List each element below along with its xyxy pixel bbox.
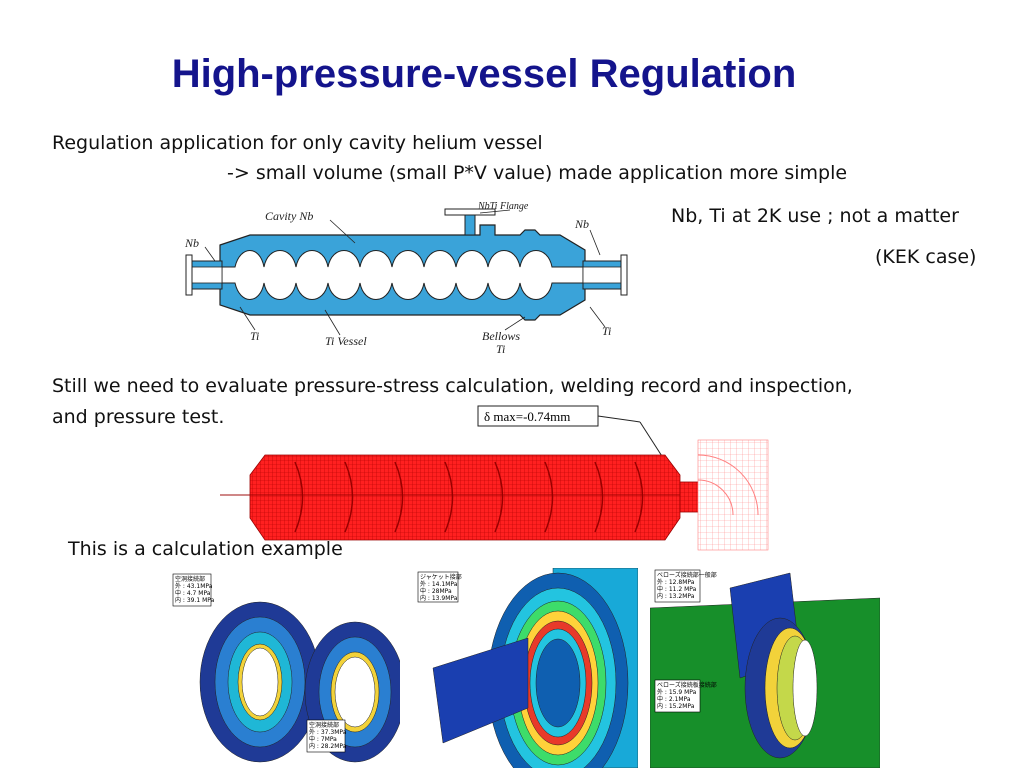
panel1-bot-l3: 中 : 7MPa (309, 735, 337, 743)
label-bellows: Bellows (482, 329, 520, 343)
label-ti-vessel: Ti Vessel (325, 334, 367, 348)
label-bellows-ti: Ti (496, 342, 505, 356)
stress-panel-cavity: 空洞接続部 外 : 43.1MPa 中 : 4.7 MPa 内 : 39.1 M… (165, 572, 400, 768)
panel1-top-l2: 外 : 43.1MPa (175, 582, 213, 590)
stress-panel-jacket: ジャケット接部 外 : 14.1MPa 中 : 28MPa 内 : 13.9MP… (403, 568, 638, 768)
panel2-l2: 外 : 14.1MPa (420, 580, 458, 588)
fem-mesh-model: δ max=-0.74mm (220, 405, 769, 551)
panel3-top-l2: 外 : 12.8MPa (657, 578, 695, 586)
label-ti-left: Ti (250, 329, 259, 343)
fem-delta-label: δ max=-0.74mm (484, 409, 570, 424)
panel3-bot-l3: 中 : 2.1MPa (657, 695, 691, 703)
label-nb-left: Nb (184, 236, 199, 250)
panel3-bot-l1: ベローズ接続板接続部 (657, 681, 717, 689)
panel1-bot-l4: 内 : 28.2MPa (309, 742, 347, 750)
panel3-top-l4: 内 : 13.2MPa (657, 592, 695, 600)
panel1-top-l3: 中 : 4.7 MPa (175, 589, 211, 597)
note-kek: (KEK case) (875, 246, 977, 268)
panel3-bot-l4: 内 : 15.2MPa (657, 702, 695, 710)
stress-panel-bellows: ベローズ接続部一般部 外 : 12.8MPa 中 : 11.2 MPa 内 : … (650, 568, 880, 768)
label-cavity-nb: Cavity Nb (265, 209, 313, 223)
text-line-1: Regulation application for only cavity h… (52, 132, 543, 154)
panel1-top-l4: 内 : 39.1 MPa (175, 596, 215, 604)
label-nb-right: Nb (574, 217, 589, 231)
note-nb-ti: Nb, Ti at 2K use ; not a matter (671, 205, 959, 227)
panel2-l4: 内 : 13.9MPa (420, 594, 458, 602)
cavity-vessel-diagram: Cavity Nb NbTi Flange Nb Nb Ti Ti Vessel… (184, 201, 628, 356)
panel1-top-l1: 空洞接続部 (175, 575, 205, 583)
text-line-3a: Still we need to evaluate pressure-stres… (52, 375, 853, 397)
panel3-bot-l2: 外 : 15.9 MPa (657, 688, 697, 696)
panel2-l3: 中 : 28MPa (420, 587, 452, 595)
text-line-4: This is a calculation example (68, 538, 343, 560)
label-ti-right: Ti (602, 324, 611, 338)
label-nbti-flange: NbTi Flange (477, 201, 529, 212)
panel1-bot-l2: 外 : 37.3MPa (309, 728, 347, 736)
text-line-2: -> small volume (small P*V value) made a… (227, 162, 848, 184)
panel2-l1: ジャケット接部 (420, 573, 462, 581)
panel1-bot-l1: 空洞接続部 (309, 721, 339, 729)
page-title: High-pressure-vessel Regulation (171, 52, 797, 96)
panel3-top-l3: 中 : 11.2 MPa (657, 585, 697, 593)
panel3-top-l1: ベローズ接続部一般部 (657, 571, 717, 579)
text-line-3b: and pressure test. (52, 406, 225, 428)
